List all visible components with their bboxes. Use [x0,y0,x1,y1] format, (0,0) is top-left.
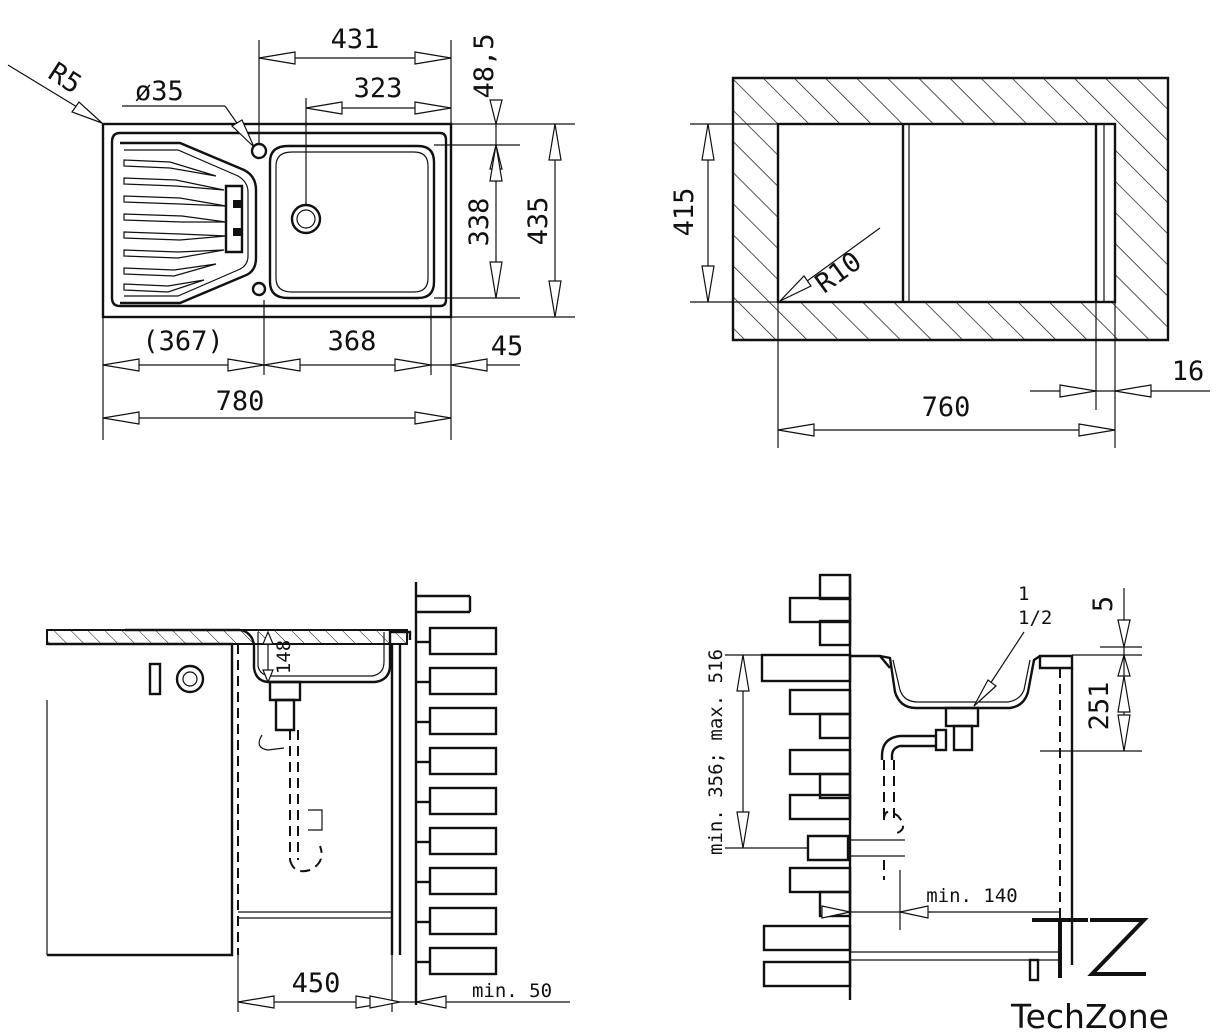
sink-profile-side [879,654,1041,710]
dim-48-5-label: 48,5 [469,33,500,98]
dim-251-label: 251 [1084,682,1115,731]
logo-wordmark: TechZone [1010,997,1169,1036]
cabinet-knob [175,664,205,694]
cutout-view: 415 R10 760 16 [669,76,1210,448]
front-section-view: 148 [46,582,570,1012]
dim-338-label: 338 [464,198,495,247]
dim-431-label: 431 [331,24,380,55]
brick-wall-side [760,573,852,1000]
side-section-view: 1 1/2 5 251 min. 356; max. 516 min. 140 [705,573,1142,1000]
sink-outer-rim [101,122,453,319]
dim-148-label: 148 [273,640,295,674]
countertop [46,629,408,645]
drainer-outlet [224,184,244,254]
dim-435-label: 435 [523,197,554,246]
dim-16-label: 16 [1172,356,1205,387]
dim-45-label: 45 [491,331,524,362]
thread-size-whole: 1 [1018,583,1029,605]
drainer-area [120,141,258,305]
dim-r5-label: R5 [43,57,87,101]
sink-profile-front [125,628,412,684]
dim-368-label: 368 [328,326,377,357]
dim-356-516-label: min. 356; max. 516 [705,649,727,855]
cutout-opening [776,122,1117,304]
dim-r10-label: R10 [810,246,868,300]
sink-inner-rim [110,131,448,308]
dim-367-label: (367) [142,326,223,357]
dim-415-label: 415 [669,188,700,237]
dim-5-label: 5 [1088,596,1119,612]
dim-760-label: 760 [922,392,971,423]
drainer-ribs [123,159,227,293]
left-cabinet [47,642,234,957]
dim-min140-label: min. 140 [926,885,1018,907]
dim-323-label: 323 [354,73,403,104]
thread-size-fraction: 1/2 [1018,607,1052,629]
dim-450-label: 450 [292,968,341,999]
worktop-outline [731,76,1170,342]
dim-d35-label: ø35 [135,76,184,107]
dim-780-label: 780 [216,386,265,417]
cabinet-handle [148,662,162,696]
techzone-logo: TechZone [1010,918,1169,1036]
sink-bowl [268,144,436,300]
sink-top-view: 431 323 48,5 338 435 R5 ø35 [7,24,575,440]
brick-wall-front [414,582,498,1005]
overflow-hole [251,281,267,297]
sink-drain [290,203,322,235]
dim-min50-label: min. 50 [472,980,552,1002]
